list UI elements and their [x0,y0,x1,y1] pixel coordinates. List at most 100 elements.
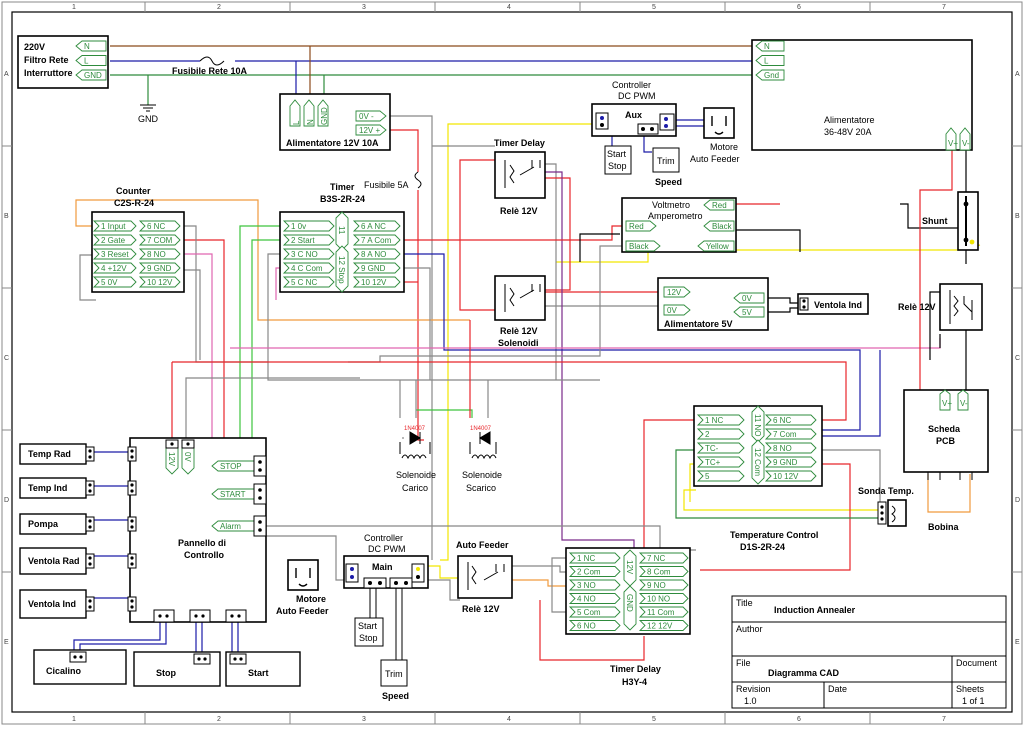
sol1-label: Solenoide [396,470,436,480]
pin-label: 4 C Com [291,264,323,273]
pin-tag [75,69,107,81]
panel-input-label: Ventola Ind [28,599,76,609]
main-start-label: Start [358,621,378,631]
pin-label: L [84,57,89,66]
psu-big-title-line: 36-48V 20A [824,127,872,137]
thermistor-icon [891,505,896,523]
pin-label: 7 Com [773,430,797,439]
pin-label: 0V [742,294,752,303]
pin-tag [696,428,745,440]
row-letter: E [1015,639,1020,646]
h3y-title: H3Y-4 [622,677,647,687]
relay-solenoidi: Relè 12V Solenoidi [494,275,546,348]
pin-label: Red [712,201,727,210]
socket-icon [295,568,311,587]
pin-tag [92,220,137,232]
pin-label: Alarm [220,522,241,531]
pin-tag [945,127,957,151]
pin-tag [352,248,401,260]
pin-label: STOP [220,462,242,471]
pcb-title: Scheda [928,424,961,434]
pin-tag [638,606,689,618]
pin-label: 9 NO [647,581,666,590]
pin-tag [92,234,137,246]
pin-tag [138,220,181,232]
panel-title: Controllo [184,550,224,560]
pin-label: START [220,490,246,499]
relay-contact-icon [519,284,541,299]
pin-tag [75,55,107,66]
main-speed-label: Speed [382,691,409,701]
file-value: Diagramma CAD [768,668,840,678]
pin-label: 5 [705,472,710,481]
pin-label: 8 Com [647,568,671,577]
row-letter: C [1015,355,1020,362]
main-ctrl-name: Main [372,562,393,572]
main-ctrl-title: Controller [364,533,403,543]
pin-tag [355,110,387,122]
pin-tag [663,286,691,298]
counter-title: C2S-R-24 [114,198,154,208]
b3s-title: B3S-2R-24 [320,194,365,204]
pin-label: 1 NC [705,416,723,425]
column-number: 5 [652,4,656,11]
row-letter: C [4,355,9,362]
pin-tag [282,276,335,288]
diode-part: 1N4007 [470,426,492,432]
column-number: 6 [797,4,801,11]
sol2-label: Solenoide [462,470,502,480]
pin-label: Red [629,222,644,231]
relay-coil-icon [467,562,477,590]
pin-tag [755,55,785,66]
shunt-label: Shunt [922,216,948,226]
aux-start-label: Start [607,149,627,159]
revision-label: Revision [736,684,771,694]
aux-controller: Controller DC PWM Aux Start Stop Trim Sp… [591,80,682,187]
row-letter: A [1015,71,1020,78]
column-number: 6 [797,716,801,723]
wires [73,45,981,661]
shunt: Shunt [922,191,979,251]
pin-tag [697,240,735,252]
pin-tag [282,262,335,274]
timer-delay-top-title: Timer Delay [494,138,545,148]
panel-input-label: Temp Ind [28,483,67,493]
pin-label: 9 GND [361,264,386,273]
diode-icon [409,431,421,445]
pin-label: 1 0v [291,222,306,231]
pin-label: 9 GND [147,264,172,273]
pin-tag [282,248,335,260]
pin-label: 12V [167,452,176,467]
pin-label: 6 NO [577,622,596,631]
pin-label: 5 Com [577,608,601,617]
pin-tag [335,245,349,293]
pin-tag [733,292,765,304]
relay-solenoidi-title: Relè 12V [500,326,538,336]
column-number: 3 [362,4,366,11]
panel-device-label: Start [248,668,269,678]
pin-tag [755,40,785,52]
auto-feeder-title: Auto Feeder [456,540,509,550]
pin-label: 2 Start [291,236,315,245]
pin-tag [957,389,969,411]
pin-label: 11 Com [647,608,675,617]
pcb-board: Scheda PCB V+V- [903,389,989,480]
voltmetro-title: Amperometro [648,211,703,221]
relay-right-label: Relè 12V [898,302,936,312]
pin-tag [355,124,387,136]
pin-tag [696,442,745,454]
pin-tag [352,220,401,232]
pin-tag [92,276,137,288]
pin-tag [138,276,181,288]
pin-tag [733,306,765,318]
pin-label: 10 12V [361,278,387,287]
pin-tag [696,470,745,482]
main-ctrl-title: DC PWM [368,544,406,554]
pin-label: 12 12V [647,622,673,631]
pin-tag [92,262,137,274]
pin-label: 9 GND [773,458,798,467]
